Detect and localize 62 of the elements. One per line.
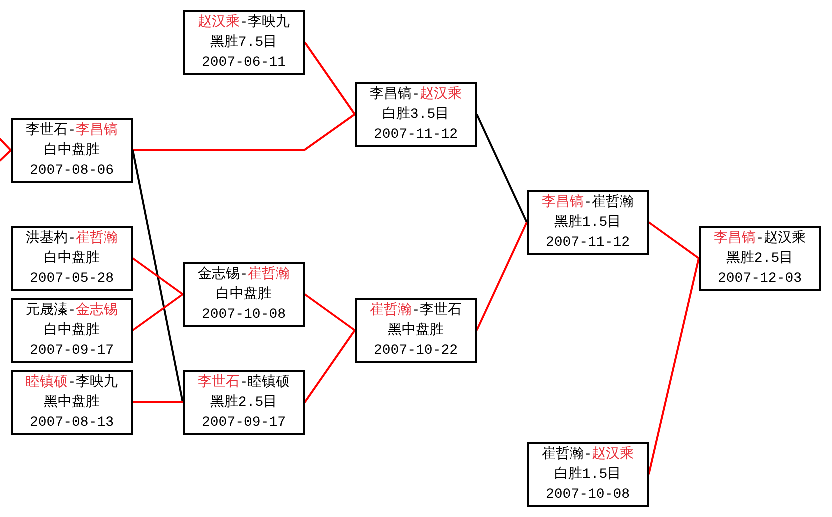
bracket-line bbox=[0, 138, 12, 152]
game-date: 2007-10-22 bbox=[374, 342, 458, 360]
game-date: 2007-11-12 bbox=[374, 126, 458, 144]
bracket-line bbox=[304, 330, 356, 404]
game-result: 黑中盘胜 bbox=[44, 394, 100, 412]
bracket-line bbox=[304, 42, 356, 116]
game-date: 2007-09-17 bbox=[202, 414, 286, 432]
match-box bbox=[11, 118, 133, 183]
bracket-line bbox=[132, 258, 184, 296]
match-box bbox=[355, 298, 477, 363]
game-date: 2007-09-17 bbox=[30, 342, 114, 360]
match-box bbox=[183, 10, 305, 75]
bracket-line bbox=[648, 222, 700, 260]
game-date: 2007-10-08 bbox=[202, 306, 286, 324]
bracket-line bbox=[476, 222, 528, 331]
match-box bbox=[183, 370, 305, 435]
game-date: 2007-11-12 bbox=[546, 234, 630, 252]
bracket-line bbox=[476, 114, 528, 223]
game-result: 白中盘胜 bbox=[44, 250, 100, 268]
player-names: 洪基杓-崔哲瀚 bbox=[26, 229, 118, 248]
game-result: 白胜1.5目 bbox=[554, 466, 622, 484]
game-result: 白中盘胜 bbox=[44, 142, 100, 160]
player-names: 李昌镐-赵汉乘 bbox=[714, 230, 806, 248]
player-names: 崔哲瀚-赵汉乘 bbox=[542, 445, 634, 464]
player-names: 睦镇硕-李映九 bbox=[26, 374, 118, 392]
bracket-line bbox=[0, 150, 12, 162]
game-result: 白中盘胜 bbox=[44, 322, 100, 340]
game-result: 黑胜2.5目 bbox=[210, 394, 278, 412]
bracket-line bbox=[132, 294, 184, 332]
bracket-line bbox=[133, 114, 356, 152]
bracket-line bbox=[133, 402, 183, 404]
game-result: 白胜3.5目 bbox=[382, 106, 450, 124]
game-result: 黑胜2.5目 bbox=[726, 250, 794, 268]
match-box bbox=[699, 226, 821, 291]
player-names: 元晟溱-金志锡 bbox=[26, 301, 118, 320]
bracket-line bbox=[648, 258, 700, 475]
match-box bbox=[11, 298, 133, 363]
player-names: 李昌镐-赵汉乘 bbox=[370, 86, 462, 104]
player-names: 崔哲瀚-李世石 bbox=[370, 301, 462, 320]
player-names: 赵汉乘-李映九 bbox=[198, 14, 290, 32]
bracket-line bbox=[132, 150, 184, 403]
game-date: 2007-06-11 bbox=[202, 54, 286, 72]
game-result: 黑中盘胜 bbox=[388, 322, 444, 340]
player-names: 李昌镐-崔哲瀚 bbox=[542, 193, 634, 212]
match-box bbox=[11, 226, 133, 291]
game-date: 2007-12-03 bbox=[718, 270, 802, 288]
match-box bbox=[527, 190, 649, 255]
game-date: 2007-10-08 bbox=[546, 486, 630, 504]
game-result: 黑胜1.5目 bbox=[554, 214, 622, 232]
match-box bbox=[11, 370, 133, 435]
game-date: 2007-05-28 bbox=[30, 270, 114, 288]
game-date: 2007-08-13 bbox=[30, 414, 114, 432]
game-date: 2007-08-06 bbox=[30, 162, 114, 180]
bracket-line bbox=[304, 294, 356, 332]
player-names: 李世石-李昌镐 bbox=[26, 122, 118, 140]
match-box bbox=[183, 262, 305, 327]
player-names: 金志锡-崔哲瀚 bbox=[198, 265, 290, 284]
player-names: 李世石-睦镇硕 bbox=[198, 374, 290, 392]
game-result: 白中盘胜 bbox=[216, 286, 272, 304]
match-box bbox=[355, 82, 477, 147]
match-box bbox=[527, 442, 649, 507]
game-result: 黑胜7.5目 bbox=[210, 34, 278, 52]
